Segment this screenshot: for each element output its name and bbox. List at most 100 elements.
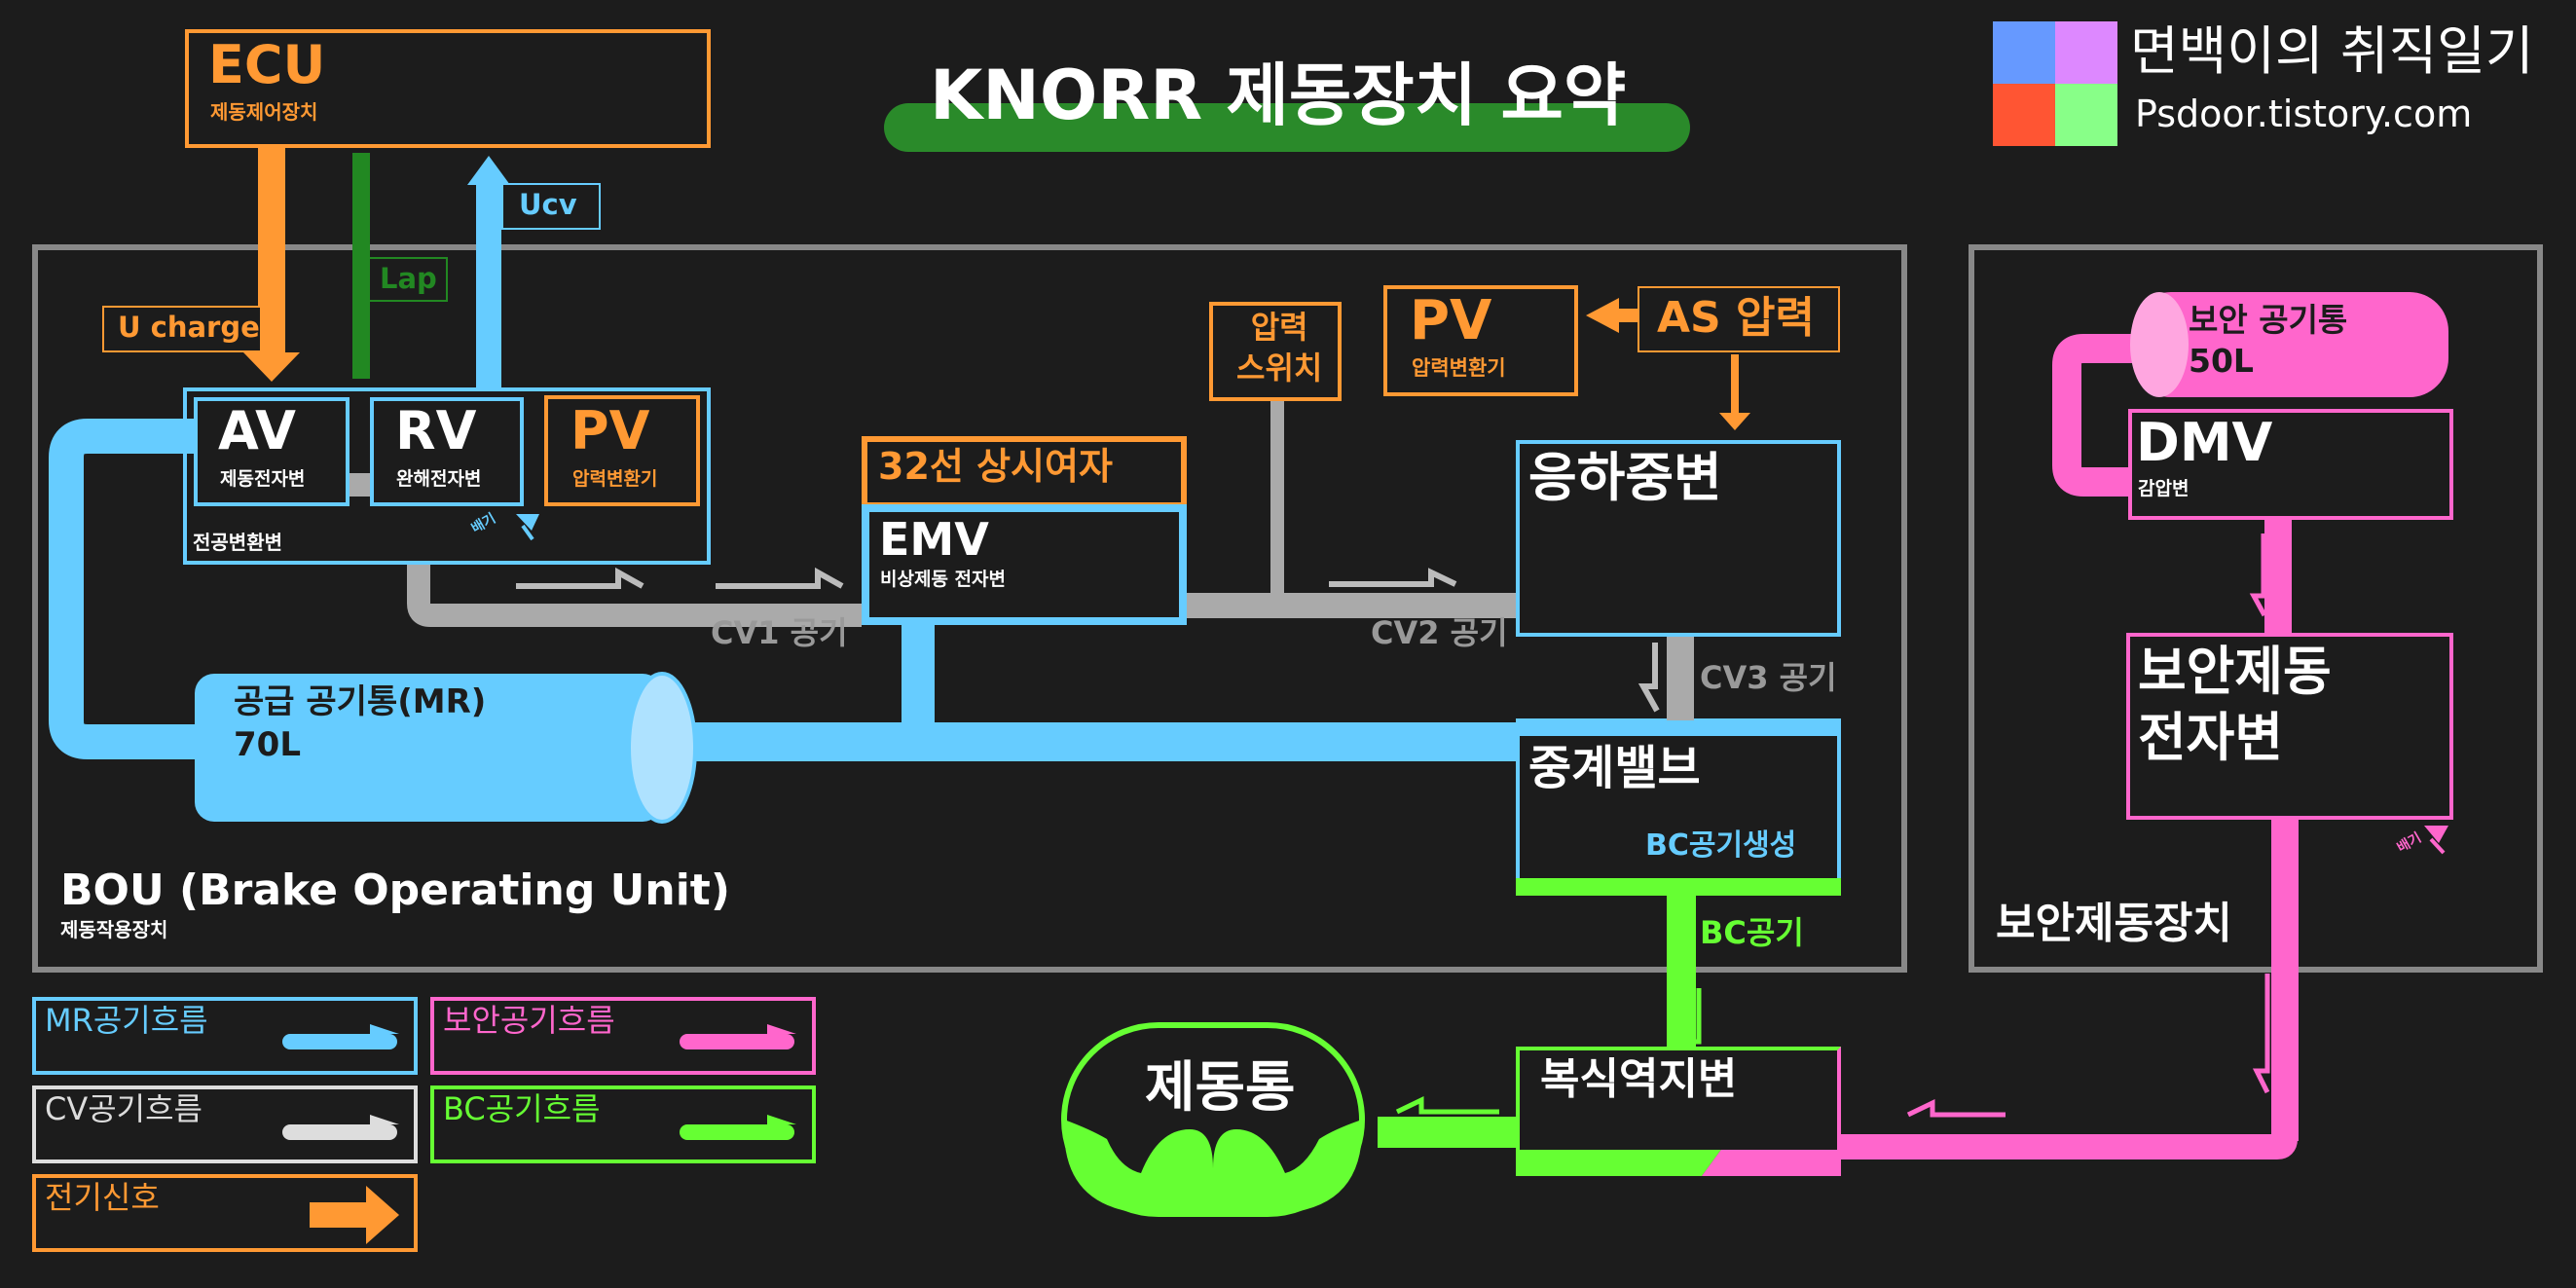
rv-subtitle: 완해전자변	[396, 468, 482, 490]
legend-bc	[430, 1086, 816, 1163]
safety-flow-arrow-1	[2249, 534, 2267, 617]
relay-valve-box	[1516, 736, 1841, 878]
ecu-box	[185, 29, 711, 148]
legend-electric-label: 전기신호	[45, 1179, 160, 1216]
av-subtitle: 제동전자변	[220, 468, 306, 490]
safety-pipe-loop	[2052, 334, 2152, 497]
pv-right-title: PV	[1410, 289, 1492, 352]
safety-pipe-horizontal	[1840, 1129, 2298, 1159]
relay-valve-label: 중계밸브	[1528, 741, 1701, 795]
rv-title: RV	[395, 400, 477, 461]
legend-arrow-mr	[282, 1024, 399, 1049]
av-rv-connector	[349, 473, 374, 497]
bc-generate-label: BC공기생성	[1645, 828, 1797, 863]
safety-flow-arrow-2	[2252, 974, 2270, 1094]
as-to-load-stem	[1731, 354, 1739, 419]
relay-valve-top-bar	[1516, 718, 1841, 740]
as-to-load-arrow	[1719, 413, 1750, 430]
mr-tank-volume: 70L	[234, 725, 301, 764]
as-pressure-box	[1638, 286, 1840, 352]
pv-left-subtitle: 압력변환기	[572, 468, 658, 490]
ucv-label: Ucv	[519, 188, 577, 221]
ecu-title: ECU	[208, 34, 326, 95]
lap-line	[352, 153, 370, 379]
safety-pipe-down	[2271, 820, 2299, 1141]
brake-cylinder-shape	[1061, 1022, 1365, 1217]
mr-tank-title: 공급 공기통(MR)	[234, 682, 487, 721]
cv1-label: CV1 공기	[711, 614, 848, 651]
av-box	[194, 397, 350, 506]
dcv-bc-side	[1516, 1147, 1723, 1176]
dmv-box	[2128, 409, 2453, 520]
as-to-pv-arrow	[1586, 298, 1619, 333]
safety-valve-box	[2126, 633, 2453, 820]
brake-cylinder-label: 제동통	[1145, 1056, 1296, 1120]
logo-square-red	[1993, 84, 2055, 146]
emv-title: EMV	[879, 513, 989, 566]
mr-pipe-left	[49, 419, 219, 759]
bou-frame	[32, 244, 1907, 973]
pv-right-subtitle: 압력변환기	[1412, 356, 1506, 380]
cv-flow-arrow-4	[1638, 643, 1660, 713]
emv-subtitle: 비상제동 전자변	[880, 569, 1006, 590]
ucv-line	[476, 183, 501, 389]
legend-bc-label: BC공기흐름	[443, 1090, 601, 1127]
legend-arrow-cv	[282, 1115, 399, 1140]
title-underline-pill	[884, 103, 1690, 152]
safety-tank	[2130, 292, 2448, 397]
ucv-tag	[501, 183, 601, 230]
bc-flow-arrow-2	[1395, 1096, 1499, 1115]
load-valve-label: 응하중변	[1528, 447, 1722, 508]
lap-label: Lap	[380, 262, 437, 295]
emv-header-label: 32선 상시여자	[878, 445, 1113, 488]
emv-box	[862, 504, 1187, 625]
double-check-valve-label: 복식역지변	[1540, 1054, 1738, 1104]
valve-group-box	[183, 387, 711, 565]
legend-cv	[32, 1086, 418, 1163]
logo-square-purple	[2055, 21, 2117, 84]
safety-valve-label: 보안제동 전자변	[2138, 641, 2332, 768]
safety-tank-title: 보안 공기통	[2189, 301, 2348, 339]
dmv-title: DMV	[2136, 412, 2273, 473]
bou-subtitle: 제동작용장치	[60, 918, 168, 941]
safety-frame	[1969, 244, 2543, 973]
safety-pipe-dmv	[2264, 519, 2292, 634]
bou-title: BOU (Brake Operating Unit)	[60, 865, 730, 915]
valve-group-label: 전공변환변	[193, 531, 282, 554]
cv2-label: CV2 공기	[1371, 614, 1508, 651]
dmv-subtitle: 감압변	[2138, 478, 2190, 499]
pressure-switch-box	[1209, 302, 1342, 401]
brand-name: 면백이의 취직일기	[2130, 20, 2534, 82]
legend-cv-label: CV공기흐름	[45, 1090, 202, 1127]
pressure-switch-line	[1270, 391, 1284, 609]
legend-mr	[32, 997, 418, 1075]
u-charge-line	[258, 148, 285, 356]
double-check-valve-box	[1516, 1047, 1841, 1150]
cv-flow-arrow-2	[716, 567, 844, 589]
av-title: AV	[218, 400, 296, 461]
ecu-subtitle: 제동제어장치	[210, 100, 318, 124]
brand-url[interactable]: Psdoor.tistory.com	[2135, 92, 2473, 135]
pv-right-box	[1383, 285, 1578, 396]
legend-safety-label: 보안공기흐름	[443, 1002, 615, 1039]
as-to-pv-stem	[1616, 309, 1638, 322]
ucv-arrow	[467, 156, 510, 185]
page-title: KNORR 제동장치 요약	[930, 55, 1627, 135]
legend-arrow-safety	[680, 1024, 796, 1049]
cv3-pipe	[1667, 631, 1694, 720]
legend-arrow-electric	[310, 1186, 399, 1244]
bc-air-label: BC공기	[1700, 914, 1804, 951]
cv1-pipe	[407, 565, 862, 627]
legend-electric	[32, 1174, 418, 1252]
pressure-switch-label: 압력 스위치	[1236, 309, 1323, 386]
mr-tank	[195, 672, 697, 824]
bc-pipe-horizontal	[1378, 1117, 1519, 1148]
u-charge-label: U charge	[118, 311, 260, 344]
pv-left-box	[544, 395, 700, 506]
dcv-safety-side	[1702, 1147, 1841, 1176]
cv3-label: CV3 공기	[1700, 659, 1837, 696]
u-charge-tag	[102, 306, 262, 352]
safety-flow-arrow-3	[1906, 1099, 2006, 1118]
